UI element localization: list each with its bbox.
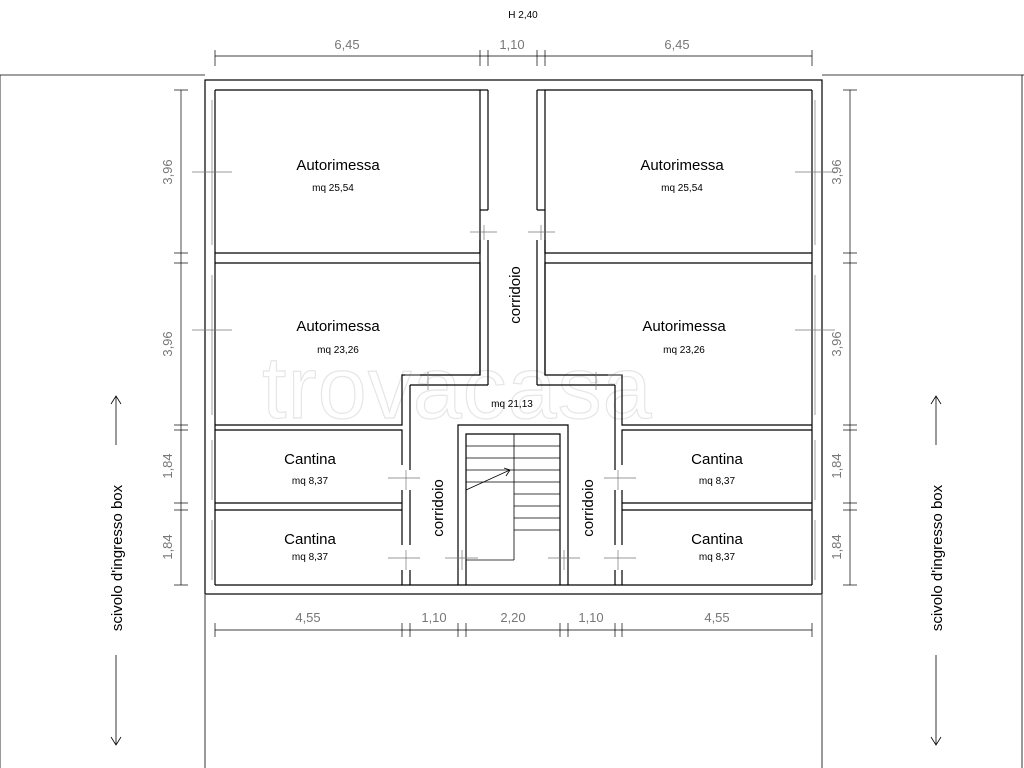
room-name-cantina-1: Cantina — [284, 451, 336, 468]
dim-right-4: 1,84 — [829, 534, 844, 559]
room-name-autorimessa-mr: Autorimessa — [642, 318, 726, 335]
room-name-cantina-4: Cantina — [691, 531, 743, 548]
dimension-top: 6,45 1,10 6,45 — [214, 37, 813, 66]
ramp-arrow-right — [930, 395, 942, 746]
room-area-autorimessa-tr: mq 25,54 — [661, 183, 703, 194]
dim-top-3: 6,45 — [664, 37, 689, 52]
room-area-autorimessa-ml: mq 23,26 — [317, 345, 359, 356]
room-cantina-2 — [215, 509, 411, 585]
dim-bottom-1: 4,55 — [295, 610, 320, 625]
dim-bottom-4: 1,10 — [578, 610, 603, 625]
room-name-corridor-top: corridoio — [507, 266, 524, 324]
room-area-cantina-1: mq 8,37 — [292, 476, 329, 487]
room-autorimessa-mr — [537, 262, 812, 470]
dim-left-4: 1,84 — [160, 534, 175, 559]
room-area-autorimessa-mr: mq 23,26 — [663, 345, 705, 356]
dim-left-2: 3,96 — [160, 331, 175, 356]
dim-bottom-2: 1,10 — [421, 610, 446, 625]
room-area-cantina-4: mq 8,37 — [699, 552, 736, 563]
room-name-autorimessa-ml: Autorimessa — [296, 318, 380, 335]
room-autorimessa-tl — [215, 89, 489, 254]
room-name-cantina-2: Cantina — [284, 531, 336, 548]
room-cantina-3 — [614, 429, 812, 545]
room-autorimessa-tr — [536, 89, 812, 254]
ramp-label-right: scivolo d'ingresso box — [929, 484, 946, 631]
dim-bottom-3: 2,20 — [500, 610, 525, 625]
room-area-cantina-3: mq 8,37 — [699, 476, 736, 487]
dim-top-2: 1,10 — [499, 37, 524, 52]
room-area-autorimessa-tl: mq 25,54 — [312, 183, 354, 194]
room-area-cantina-2: mq 8,37 — [292, 552, 329, 563]
dim-right-3: 1,84 — [829, 453, 844, 478]
dim-bottom-5: 4,55 — [704, 610, 729, 625]
dim-right-2: 3,96 — [829, 331, 844, 356]
dim-top-1: 6,45 — [334, 37, 359, 52]
room-cantina-4 — [614, 509, 812, 585]
room-cantina-1 — [215, 429, 411, 545]
dimension-left: 3,96 3,96 1,84 1,84 — [160, 89, 188, 586]
dim-left-1: 3,96 — [160, 159, 175, 184]
watermark: trovacasa — [262, 338, 653, 437]
room-area-corridor: mq 21,13 — [491, 399, 533, 410]
room-name-cantina-3: Cantina — [691, 451, 743, 468]
room-name-corridor-right: corridoio — [580, 479, 597, 537]
site-lines — [0, 74, 1024, 768]
dimension-bottom: 4,55 1,10 2,20 1,10 4,55 — [214, 610, 813, 637]
room-name-autorimessa-tl: Autorimessa — [296, 157, 380, 174]
room-autorimessa-ml — [215, 262, 488, 470]
ramp-arrow-left — [110, 395, 122, 746]
dim-left-3: 1,84 — [160, 453, 175, 478]
ramp-label-left: scivolo d'ingresso box — [109, 484, 126, 631]
dimension-right: 3,96 3,96 1,84 1,84 — [829, 89, 857, 586]
room-name-autorimessa-tr: Autorimessa — [640, 157, 724, 174]
door-ticks — [192, 100, 835, 580]
height-label: H 2,40 — [508, 10, 538, 21]
dim-right-1: 3,96 — [829, 159, 844, 184]
stair-core — [457, 424, 569, 585]
room-name-corridor-left: corridoio — [430, 479, 447, 537]
